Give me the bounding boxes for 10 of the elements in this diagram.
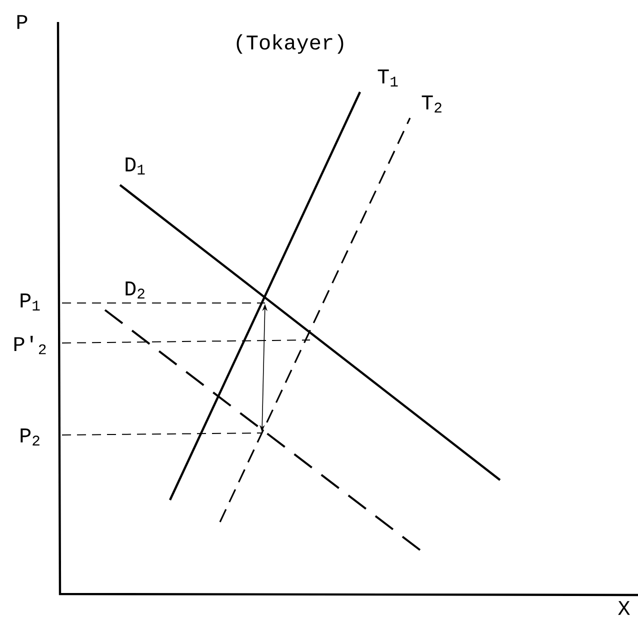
axis-label: P$_{2}$ bbox=[20, 428, 40, 446]
axis-label: T$_{2}$ bbox=[422, 96, 442, 112]
axis-label: (Tokayer) bbox=[236, 34, 344, 54]
axis-label: P$_{1}$ bbox=[20, 294, 40, 310]
axis-label: P bbox=[17, 15, 28, 29]
axis-label: D$_{1}$ bbox=[126, 158, 145, 174]
axis-label: T$_{1}$ bbox=[378, 70, 398, 86]
axis-label: X bbox=[618, 601, 630, 615]
axis-label: P'$_{2}$ bbox=[14, 336, 46, 354]
axis-label: D$_{2}$ bbox=[126, 282, 144, 298]
